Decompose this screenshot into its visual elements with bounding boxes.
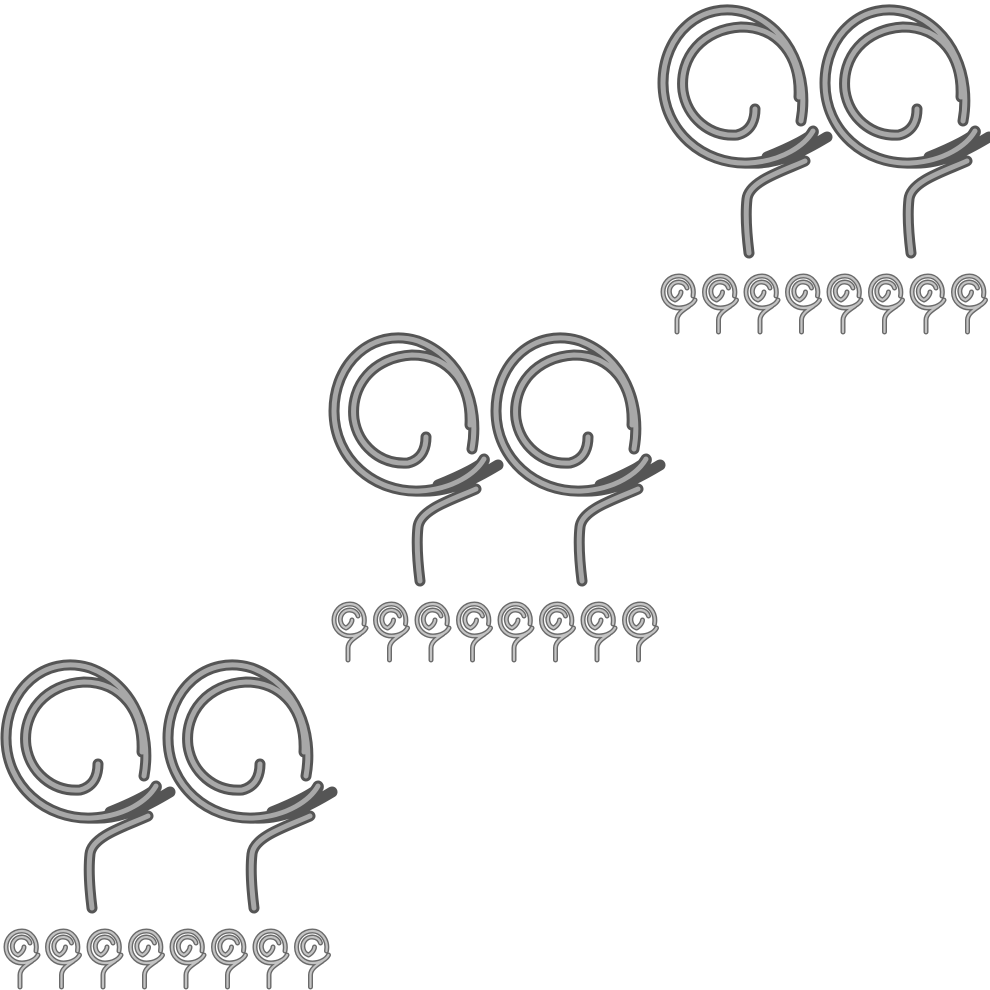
small-spiral-hook (829, 276, 861, 332)
small-spiral-hook (89, 931, 121, 987)
small-spiral-hook (583, 604, 615, 660)
hook-set (663, 10, 989, 332)
large-spiral-hook (334, 338, 498, 581)
small-spiral-hook (625, 604, 657, 660)
hook-sets-group (6, 10, 989, 987)
large-spiral-hook (6, 665, 170, 908)
small-spiral-hook (746, 276, 778, 332)
hook-set (6, 665, 332, 987)
small-spiral-hook (6, 931, 38, 987)
small-spiral-hook (417, 604, 449, 660)
small-spiral-hook (912, 276, 944, 332)
small-spiral-hook (334, 604, 366, 660)
large-spiral-hook (663, 10, 827, 253)
small-spiral-hook (788, 276, 820, 332)
small-spiral-hook (255, 931, 287, 987)
small-spiral-hook (131, 931, 163, 987)
small-spiral-hook (376, 604, 408, 660)
hook-set (334, 338, 660, 660)
small-spiral-hook (48, 931, 80, 987)
large-spiral-hook (496, 338, 660, 581)
small-spiral-hook (871, 276, 903, 332)
large-spiral-hook (168, 665, 332, 908)
small-spiral-hook (705, 276, 737, 332)
large-spiral-hook (825, 10, 989, 253)
small-spiral-hook (500, 604, 532, 660)
small-spiral-hook (297, 931, 329, 987)
small-spiral-hook (542, 604, 574, 660)
small-spiral-hook (663, 276, 695, 332)
small-spiral-hook (172, 931, 204, 987)
small-spiral-hook (459, 604, 491, 660)
small-spiral-hook (214, 931, 246, 987)
small-spiral-hook (954, 276, 986, 332)
